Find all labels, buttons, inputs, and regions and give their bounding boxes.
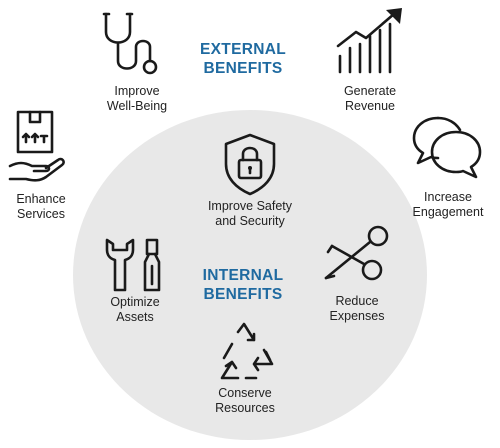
label-optimize-assets: Optimize Assets [110,295,160,324]
label-improve-safety-security: Improve Safety and Security [207,199,293,228]
internal-benefits-circle [73,110,427,440]
speech-bubbles-icon [412,116,482,179]
package-hand-icon [8,110,65,182]
wrench-screwdriver-icon [105,238,161,292]
recycle-icon [220,322,274,380]
label-improve-well-being: Improve Well-Being [106,84,168,113]
stethoscope-icon [102,12,158,75]
label-reduce-expenses: Reduce Expenses [329,294,385,323]
external-benefits-heading: EXTERNAL BENEFITS [200,41,286,77]
label-enhance-services: Enhance Services [16,192,66,221]
label-increase-engagement: Increase Engagement [412,190,484,219]
internal-benefits-heading: INTERNAL BENEFITS [202,267,284,303]
scissors-icon [324,225,389,281]
label-conserve-resources: Conserve Resources [215,386,275,415]
growth-chart-icon [336,8,402,74]
label-generate-revenue: Generate Revenue [343,84,397,113]
shield-lock-icon [224,133,276,196]
